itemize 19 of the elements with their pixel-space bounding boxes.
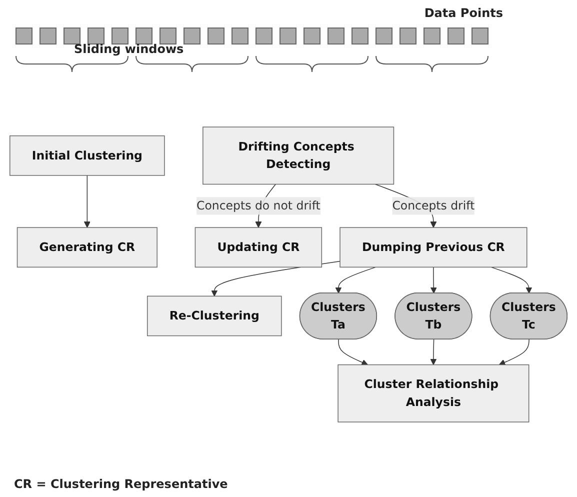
edge-label: Concepts do not drift bbox=[196, 198, 320, 212]
arrow bbox=[430, 266, 437, 294]
data-points-label: Data Points bbox=[424, 6, 503, 20]
sliding-windows-label: Sliding windows bbox=[74, 42, 184, 56]
node-box: Initial Clustering bbox=[10, 135, 165, 176]
node-box: Dumping Previous CR bbox=[340, 227, 528, 268]
abbreviation-note: CR = Clustering Representative bbox=[14, 477, 228, 491]
node-box: Re-Clustering bbox=[146, 296, 282, 336]
arrow bbox=[338, 339, 368, 366]
edge-label: Concepts drift bbox=[392, 198, 475, 212]
node-box: Drifting Concepts Detecting bbox=[202, 126, 394, 185]
arrow bbox=[498, 339, 530, 366]
arrow bbox=[490, 266, 532, 294]
node-box: Generating CR bbox=[16, 227, 158, 268]
node-box: Cluster Relationship Analysis bbox=[338, 364, 530, 422]
node-box: Updating CR bbox=[194, 227, 322, 268]
arrow bbox=[335, 266, 376, 294]
arrow bbox=[84, 175, 90, 228]
arrow bbox=[430, 339, 437, 366]
